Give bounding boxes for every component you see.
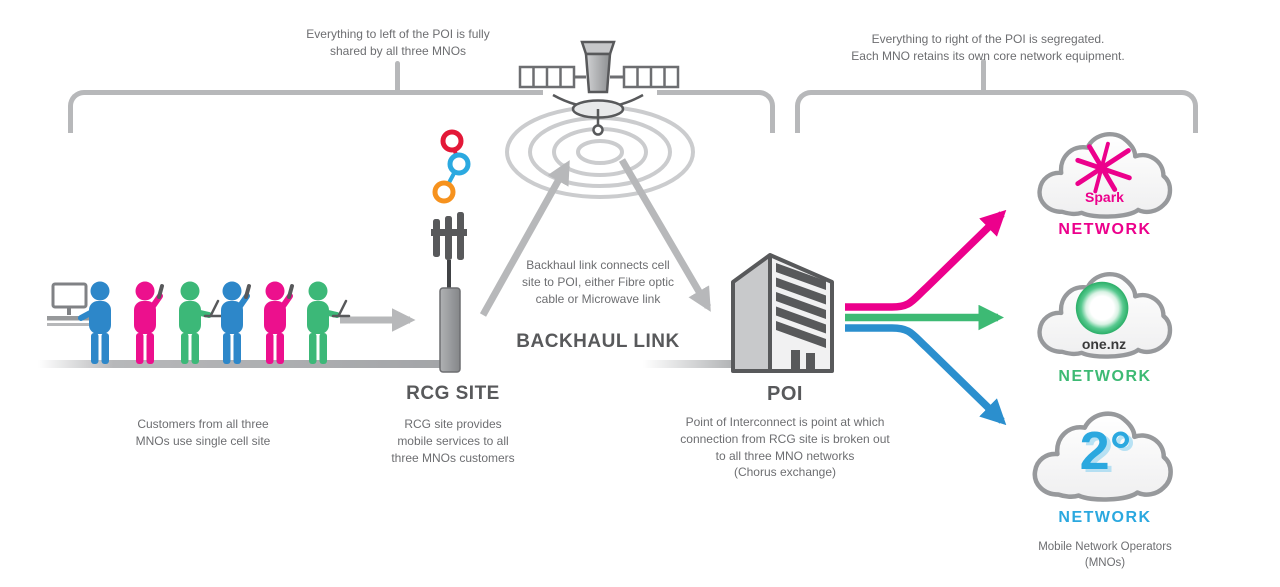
degrees-network-label: NETWORK (1058, 509, 1152, 526)
backhaul-title: BACKHAUL LINK (516, 331, 680, 352)
poi-caption: Point of Interconnect is point at which … (680, 415, 890, 480)
rcg-site-caption: RCG site provides mobile services to all… (391, 417, 515, 465)
ground-line-poi (643, 360, 737, 368)
onenz-network-label: NETWORK (1058, 368, 1152, 385)
backhaul-caption: Backhaul link connects cell site to POI,… (521, 258, 675, 306)
degrees-link-arrow (845, 324, 1007, 426)
rcg-logo-icon (432, 129, 471, 204)
spark-cloud (1037, 131, 1173, 219)
backhaul-arrow-down (618, 158, 712, 312)
poi-building-icon (731, 253, 834, 373)
person-icon (307, 281, 351, 364)
customers-group (47, 281, 351, 364)
rcg-site-title: RCG SITE (406, 383, 500, 404)
onenz-cloud (1037, 271, 1173, 359)
person-icon (78, 281, 111, 364)
person-icon (264, 281, 294, 364)
poi-title: POI (767, 383, 803, 405)
spark-link-arrow (845, 209, 1007, 311)
right-region-bracket (795, 90, 1198, 133)
person-icon (179, 281, 223, 364)
customers-caption: Customers from all three MNOs use single… (135, 417, 271, 448)
onenz-ring-icon (1075, 281, 1129, 335)
cell-tower-icon (431, 212, 467, 373)
right-region-annotation: Everything to right of the POI is segreg… (851, 32, 1125, 63)
backhaul-arrow-up (479, 160, 571, 317)
person-icon (134, 281, 164, 364)
satellite-body (518, 40, 680, 136)
left-annotation-tick (395, 61, 400, 93)
spark-logo-text: Spark (1085, 189, 1124, 205)
spark-star-icon (1075, 141, 1132, 194)
spark-network-label: NETWORK (1058, 221, 1152, 238)
left-region-annotation: Everything to left of the POI is fully s… (306, 27, 490, 58)
desk-icon (47, 282, 105, 326)
degrees-cloud (1032, 411, 1173, 502)
left-region-bracket (68, 90, 775, 133)
ground-line-left (38, 360, 456, 368)
mno-footer-caption: Mobile Network Operators (MNOs) (1038, 541, 1172, 570)
satellite-icon (505, 40, 695, 199)
degrees-logo-text: 2° (1079, 421, 1132, 481)
right-annotation-tick (981, 59, 986, 93)
person-icon (221, 281, 251, 364)
onenz-logo-text: one.nz (1081, 336, 1127, 352)
